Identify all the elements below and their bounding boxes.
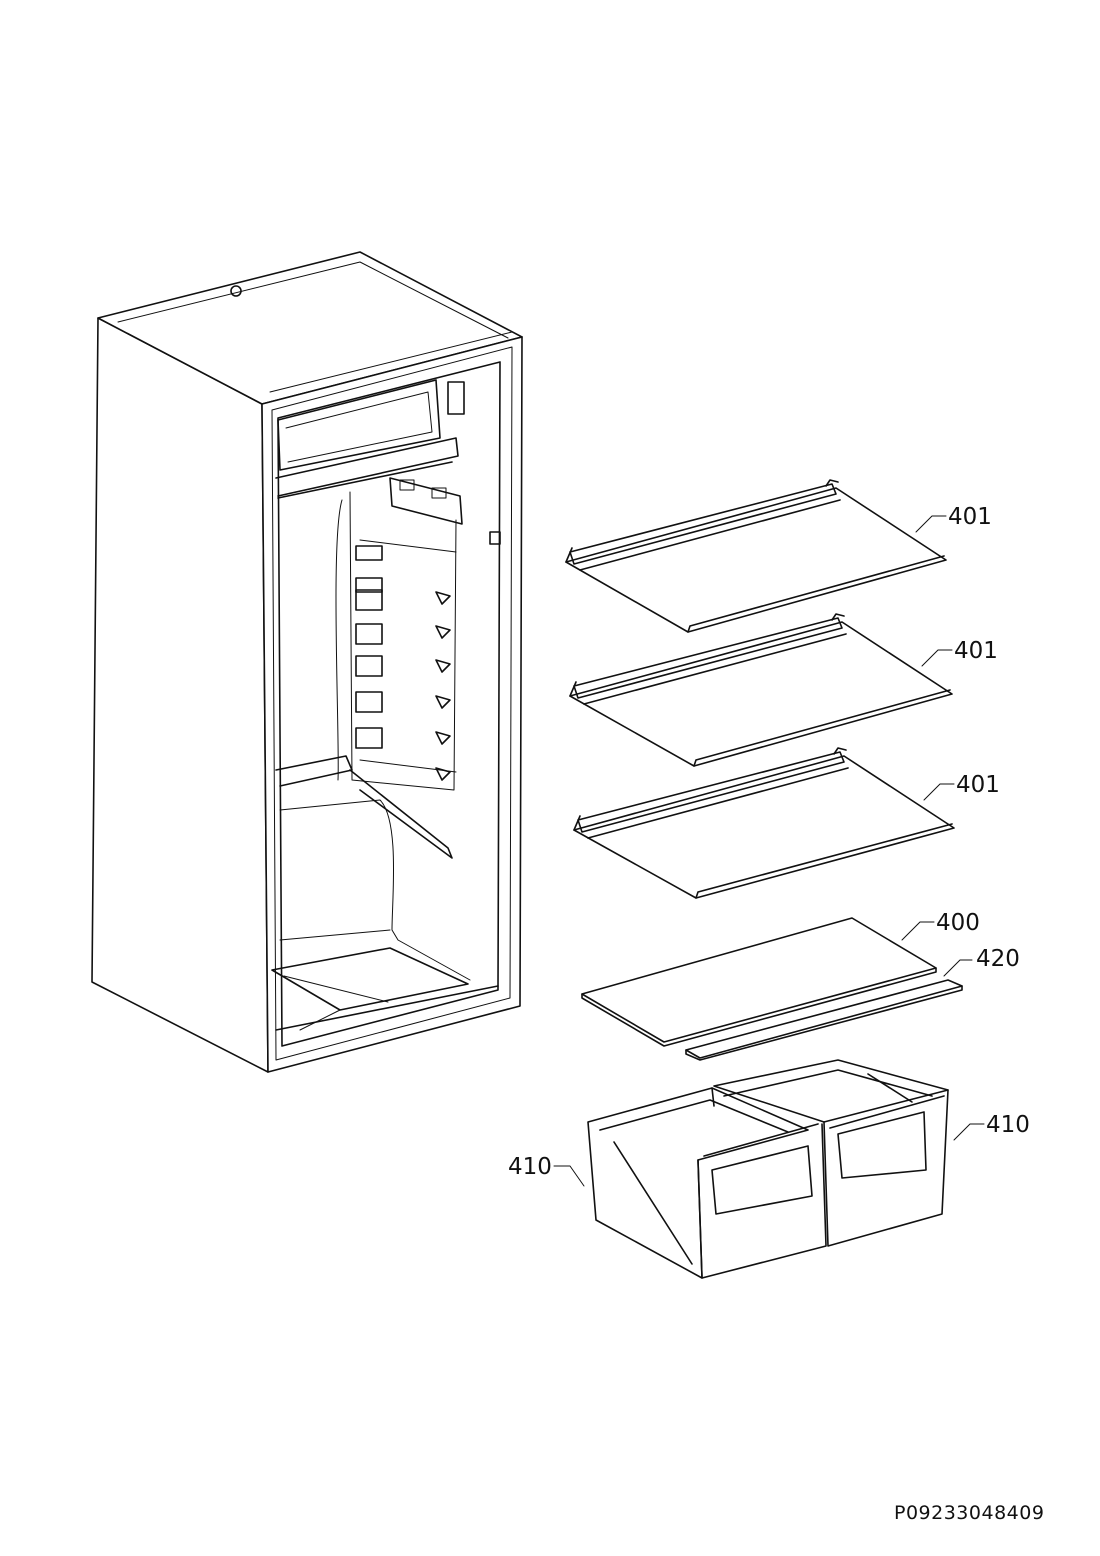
glass-shelf-middle xyxy=(569,613,953,767)
glass-shelf-top xyxy=(565,479,947,633)
shelf-support-rails xyxy=(355,545,383,749)
fridge-cabinet xyxy=(91,251,523,1073)
callout-shelf-middle: 401 xyxy=(954,638,998,664)
shelf-clips xyxy=(435,591,451,781)
drawing-code: P09233048409 xyxy=(894,1502,1044,1524)
callout-crisper-cover: 400 xyxy=(936,910,980,936)
callout-drawer-right: 410 xyxy=(986,1112,1030,1138)
callout-cover-trim: 420 xyxy=(976,946,1020,972)
glass-shelf-bottom xyxy=(573,747,955,899)
callout-leaders xyxy=(553,515,985,1187)
crisper-glass-cover xyxy=(581,917,937,1047)
crisper-drawer-right xyxy=(713,1059,949,1247)
callout-shelf-top: 401 xyxy=(948,504,992,530)
callout-drawer-left: 410 xyxy=(508,1154,552,1180)
callout-shelf-bottom: 401 xyxy=(956,772,1000,798)
crisper-cover-trim xyxy=(685,979,963,1061)
crisper-drawer-left xyxy=(587,1087,827,1279)
